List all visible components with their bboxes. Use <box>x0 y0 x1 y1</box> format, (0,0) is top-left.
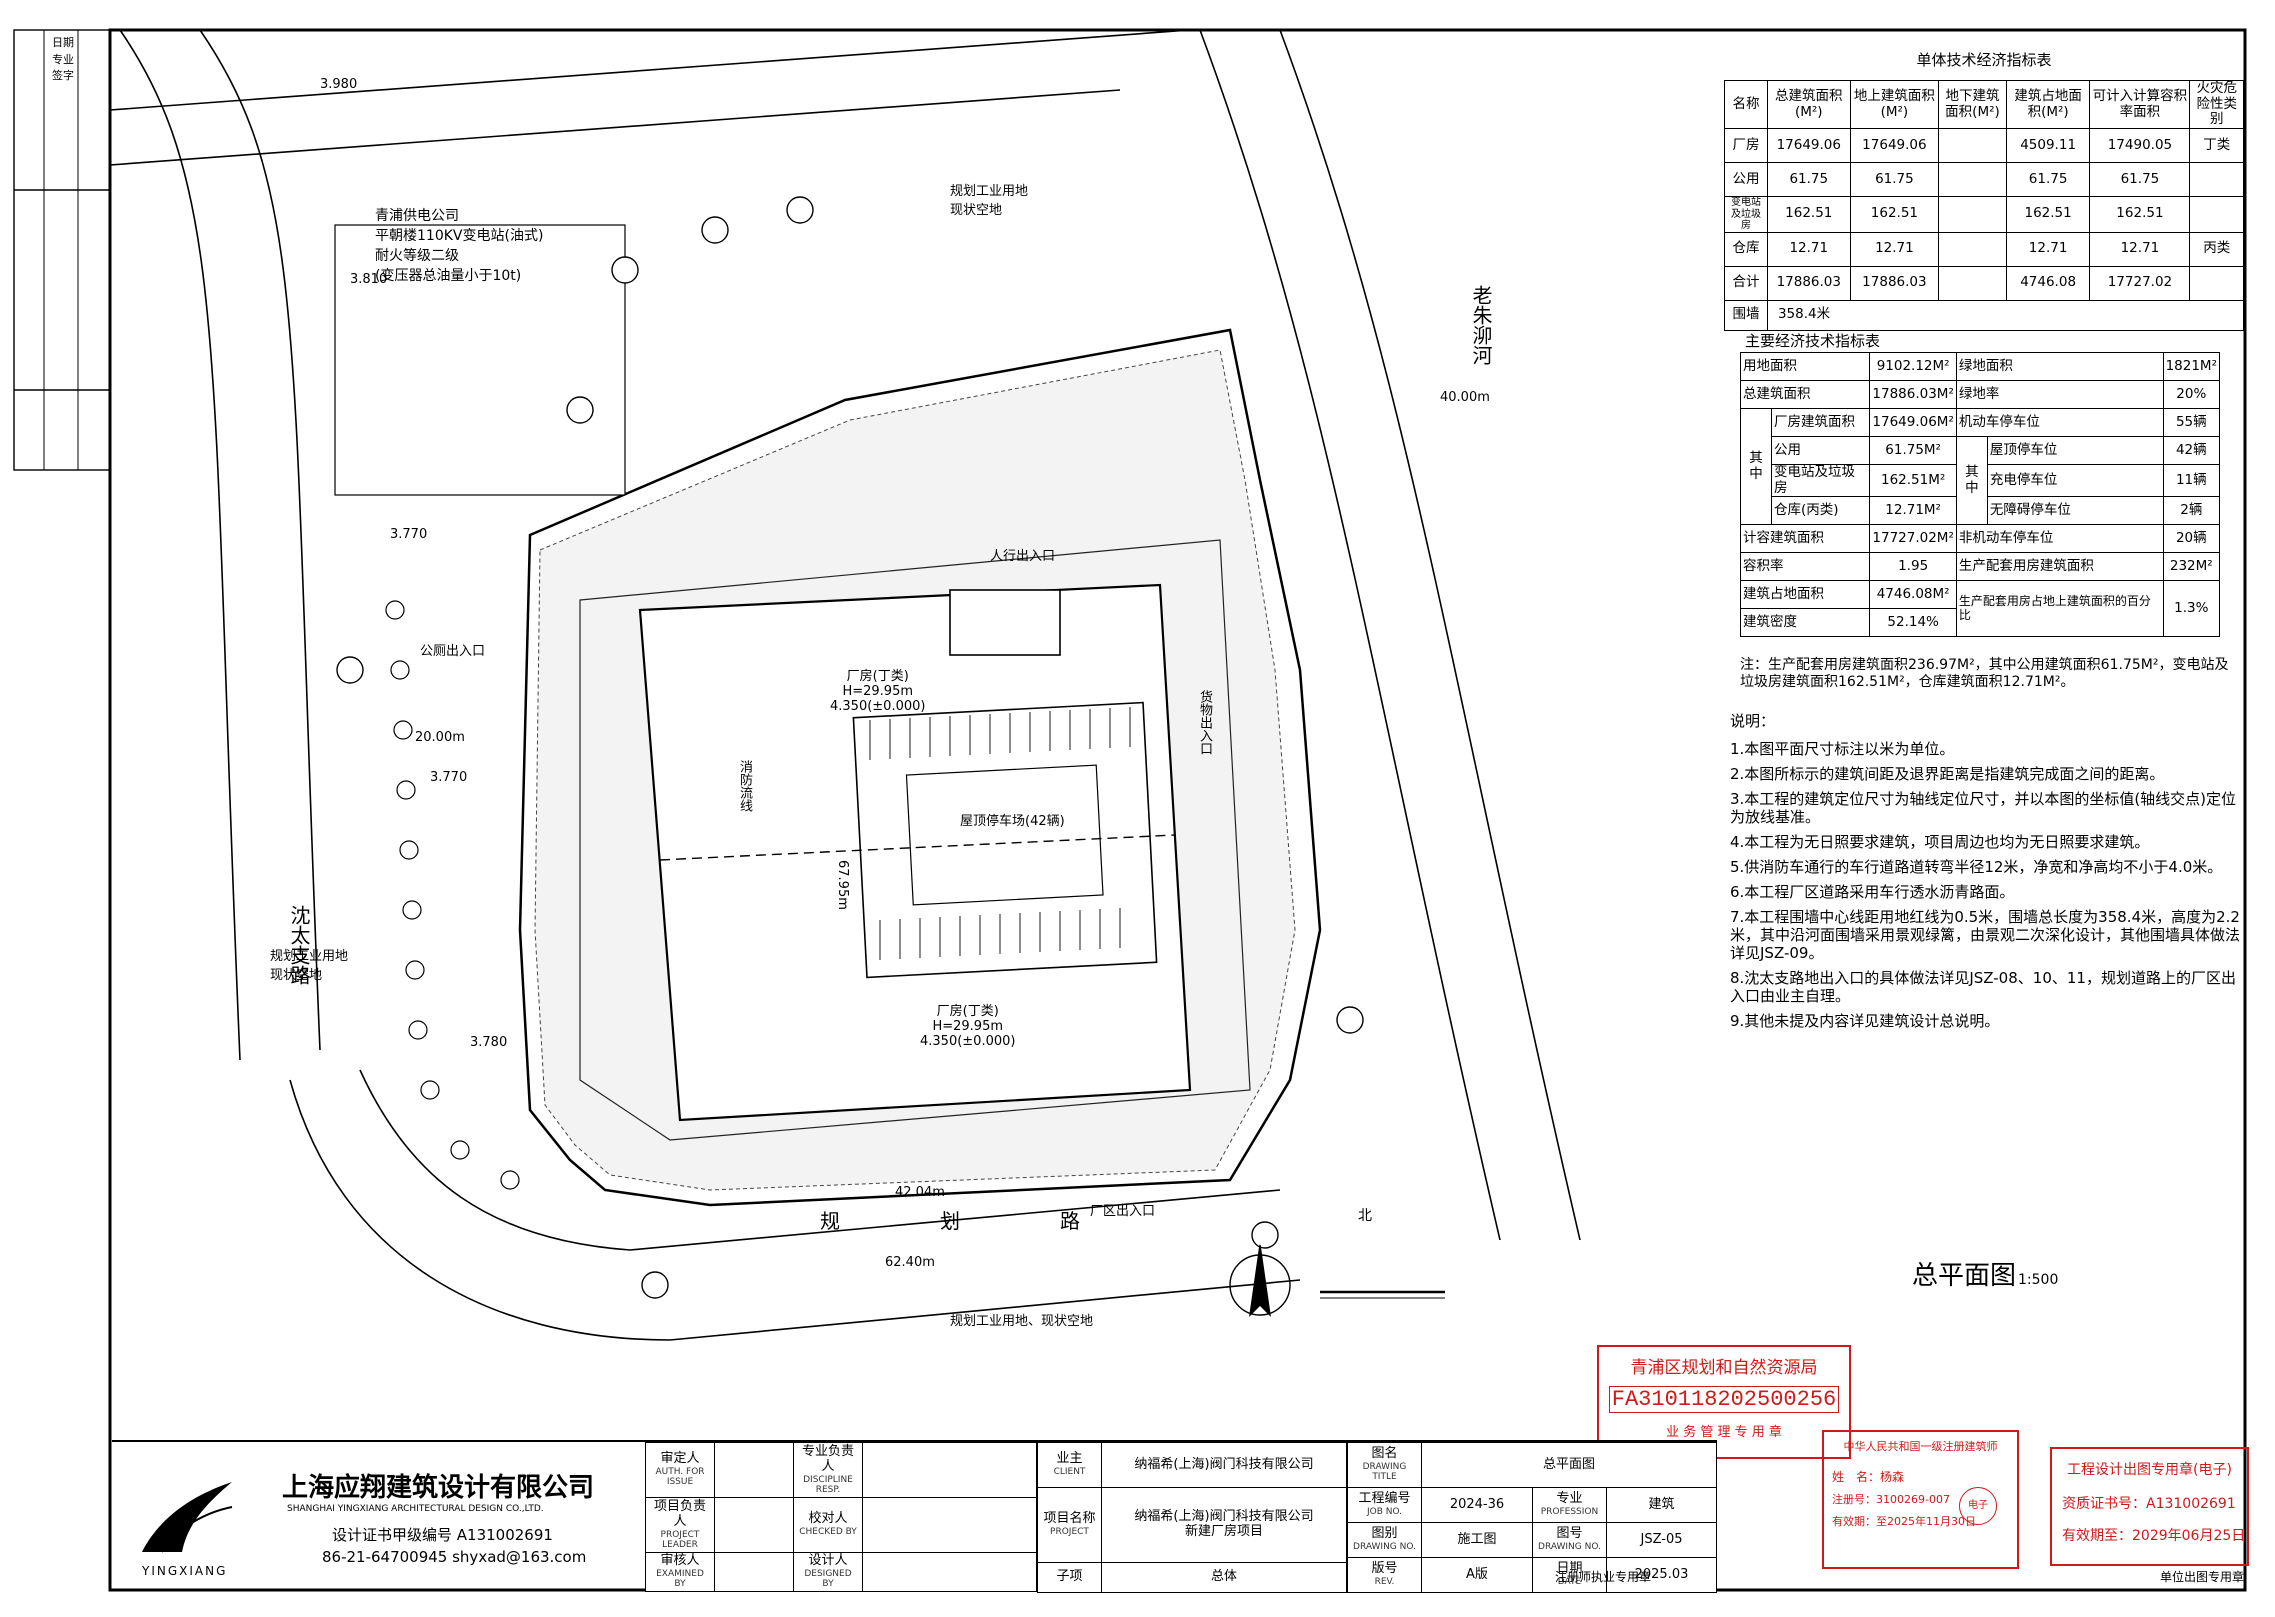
notes-header: 说明： <box>1730 712 1776 730</box>
river-label: 老朱泖河 <box>1469 285 1493 365</box>
site-plan <box>110 30 1581 1341</box>
note-item: 5.供消防车通行的车行道路道转弯半径12米，净宽和净高均不小于4.0米。 <box>1730 858 2223 876</box>
dim-67: 67.95m <box>835 860 850 910</box>
planning-stamp: 青浦区规划和自然资源局 FA310118202500256 业 务 管 理 专 … <box>1597 1345 1851 1459</box>
south-land-label: 规划工业用地、现状空地 <box>950 1314 1094 1329</box>
fire-lane-label: 消防流线 <box>737 760 752 812</box>
notes-list: 1.本图平面尺寸标注以米为单位。 2.本图所标示的建筑间距及退界距离是指建筑完成… <box>1730 740 2240 1037</box>
exit-label: 厂区出入口 <box>1090 1204 1156 1219</box>
west-land-label: 规划工业用地现状空地 <box>270 949 349 983</box>
north-land-label: 规划工业用地现状空地 <box>950 184 1029 218</box>
trees <box>385 600 520 1190</box>
plan-scale: 1:500 <box>2018 1272 2059 1288</box>
main-table-title: 主要经济技术指标表 <box>1745 332 1881 350</box>
north-label: 北 <box>1358 1208 1372 1224</box>
roof-parking-label: 屋顶停车场(42辆) <box>960 814 1065 829</box>
footer-right: 单位出图专用章 <box>2160 1570 2245 1584</box>
note-item: 3.本工程的建筑定位尺寸为轴线定位尺寸，并以本图的坐标值(轴线交点)定位为放线基… <box>1730 790 2237 826</box>
footer-left: 注册师执业专用章 <box>1555 1570 1652 1584</box>
site-boundary <box>518 328 1322 1207</box>
note-item: 9.其他未提及内容详见建筑设计总说明。 <box>1730 1012 2000 1030</box>
note-item: 6.本工程厂区道路采用车行透水沥青路面。 <box>1730 883 2015 901</box>
west-road-label: 沈太支路 <box>287 905 311 985</box>
north-arrow <box>1229 1244 1291 1317</box>
note-item: 2.本图所标示的建筑间距及退界距离是指建筑完成面之间的距离。 <box>1730 765 2165 783</box>
company-cell: YINGXIANG 上海应翔建筑设计有限公司 SHANGHAI YINGXIAN… <box>112 1442 646 1592</box>
note-item: 7.本工程围墙中心线距用地红线为0.5米，围墙总长度为358.4米，高度为2.2… <box>1730 908 2241 962</box>
substation-label: 青浦供电公司 平朝楼110KV变电站(油式) 耐火等级二级 (变压器总油量小于1… <box>375 208 544 284</box>
elev-4: 3.770 <box>430 770 468 785</box>
dim-20: 20.00m <box>415 730 465 745</box>
notes-footnote: 注：生产配套用房建筑面积236.97M²，其中公用建筑面积61.75M²，变电站… <box>1740 657 2229 690</box>
elev-1: 3.980 <box>320 77 358 92</box>
sidebar-labels: 日期专业签字 <box>52 36 74 82</box>
note-item: 1.本图平面尺寸标注以米为单位。 <box>1730 740 1955 758</box>
plan-title: 总平面图 <box>1912 1261 2017 1291</box>
roads <box>110 30 1581 1341</box>
public-exit-label: 公厕出入口 <box>420 644 486 659</box>
dim-42: 42.04m <box>895 1185 945 1200</box>
elev-2: 3.810 <box>350 272 388 287</box>
elev-3: 3.770 <box>390 527 428 542</box>
title-block: YINGXIANG 上海应翔建筑设计有限公司 SHANGHAI YINGXIAN… <box>112 1440 1718 1593</box>
spec-table-title: 单体技术经济指标表 <box>1916 51 2052 69</box>
dim-40: 40.00m <box>1440 390 1490 405</box>
note-item: 4.本工程为无日照要求建筑，项目周边也均为无日照要求建筑。 <box>1730 833 2150 851</box>
architect-stamp: 中华人民共和国一级注册建筑师 姓 名：杨森 注册号：3100269-007 有效… <box>1822 1430 2019 1569</box>
design-stamp: 工程设计出图专用章(电子) 资质证书号：A131002691 有效期至：2029… <box>2050 1447 2249 1566</box>
truck-exit-label: 货物出入口 <box>1197 690 1212 755</box>
note-item: 8.沈太支路地出入口的具体做法详见JSZ-08、10、11，规划道路上的厂区出入… <box>1730 969 2236 1005</box>
company-logo <box>142 1482 233 1553</box>
elev-5: 3.780 <box>470 1035 508 1050</box>
dim-62: 62.40m <box>885 1255 935 1270</box>
ped-exit-label: 人行出入口 <box>990 549 1056 564</box>
spec-table: 名称总建筑面积(M²)地上建筑面积(M²)地下建筑面积(M²)建筑占地面积(M²… <box>1724 80 2245 331</box>
south-road-label: 规划路 <box>820 1209 1180 1233</box>
